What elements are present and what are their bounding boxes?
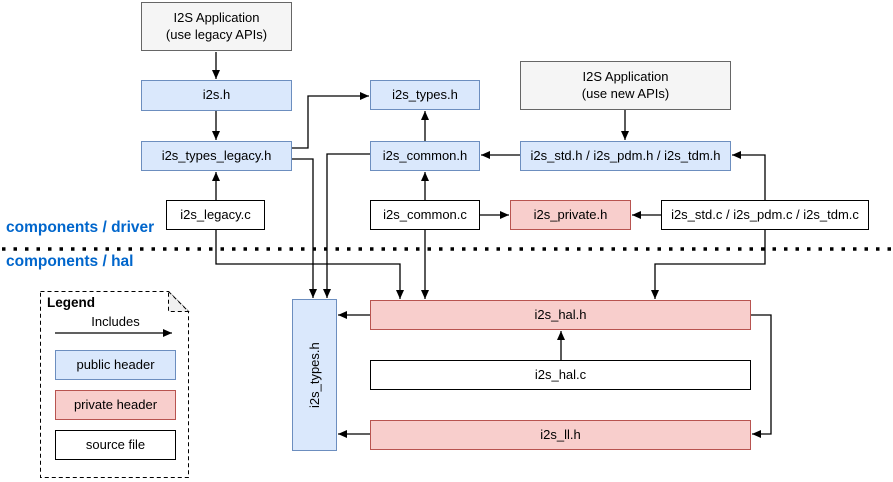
arrow-i2s-types-legacy-h-to-i2s-types-h (292, 92, 369, 149)
arrow-i2s-legacy-c-to-i2s-hal-h (215, 230, 404, 299)
node-i2s-types-h-hal: i2s_types.h (292, 299, 337, 451)
node-app-new: I2S Application (use new APIs) (520, 61, 731, 110)
legend-public-header-swatch: public header (55, 350, 176, 380)
node-i2s-std-pdm-tdm-c: i2s_std.c / i2s_pdm.c / i2s_tdm.c (661, 200, 869, 230)
node-i2s-std-pdm-tdm-h: i2s_std.h / i2s_pdm.h / i2s_tdm.h (520, 141, 731, 171)
legend-source-file-swatch: source file (55, 430, 176, 460)
node-i2s-ll-h: i2s_ll.h (370, 420, 751, 450)
node-i2s-h: i2s.h (141, 80, 292, 111)
arrow-i2s-types-legacy-h-to-hal-i2s-types-h (292, 158, 317, 298)
arrow-i2s-std-pdm-tdm-c-to-i2s-hal-h (651, 230, 766, 299)
arrow-i2s-hal-h-to-i2s-ll-h (751, 314, 772, 438)
node-i2s-common-h: i2s_common.h (370, 141, 480, 171)
section-label-driver: components / driver (6, 219, 155, 236)
arrow-i2s-common-h-to-hal-i2s-types-h (323, 153, 370, 298)
legend-includes-label: Includes (91, 314, 140, 329)
node-i2s-types-legacy-h: i2s_types_legacy.h (141, 141, 292, 171)
node-i2s-types-h: i2s_types.h (370, 80, 480, 110)
node-i2s-hal-c: i2s_hal.c (370, 360, 751, 390)
legend-private-header-swatch: private header (55, 390, 176, 420)
legend-title: Legend (47, 295, 96, 310)
legend-fold-corner-icon (168, 290, 190, 312)
node-i2s-legacy-c: i2s_legacy.c (166, 200, 265, 230)
section-label-hal: components / hal (6, 253, 134, 270)
arrow-i2s-std-pdm-tdm-c-to-i2s-std-pdm-tdm-h (732, 151, 766, 200)
node-i2s-private-h: i2s_private.h (510, 200, 631, 230)
node-i2s-types-h-hal-label: i2s_types.h (306, 342, 322, 408)
node-i2s-common-c: i2s_common.c (370, 200, 480, 230)
node-app-legacy: I2S Application (use legacy APIs) (141, 2, 292, 51)
node-i2s-hal-h: i2s_hal.h (370, 300, 751, 330)
